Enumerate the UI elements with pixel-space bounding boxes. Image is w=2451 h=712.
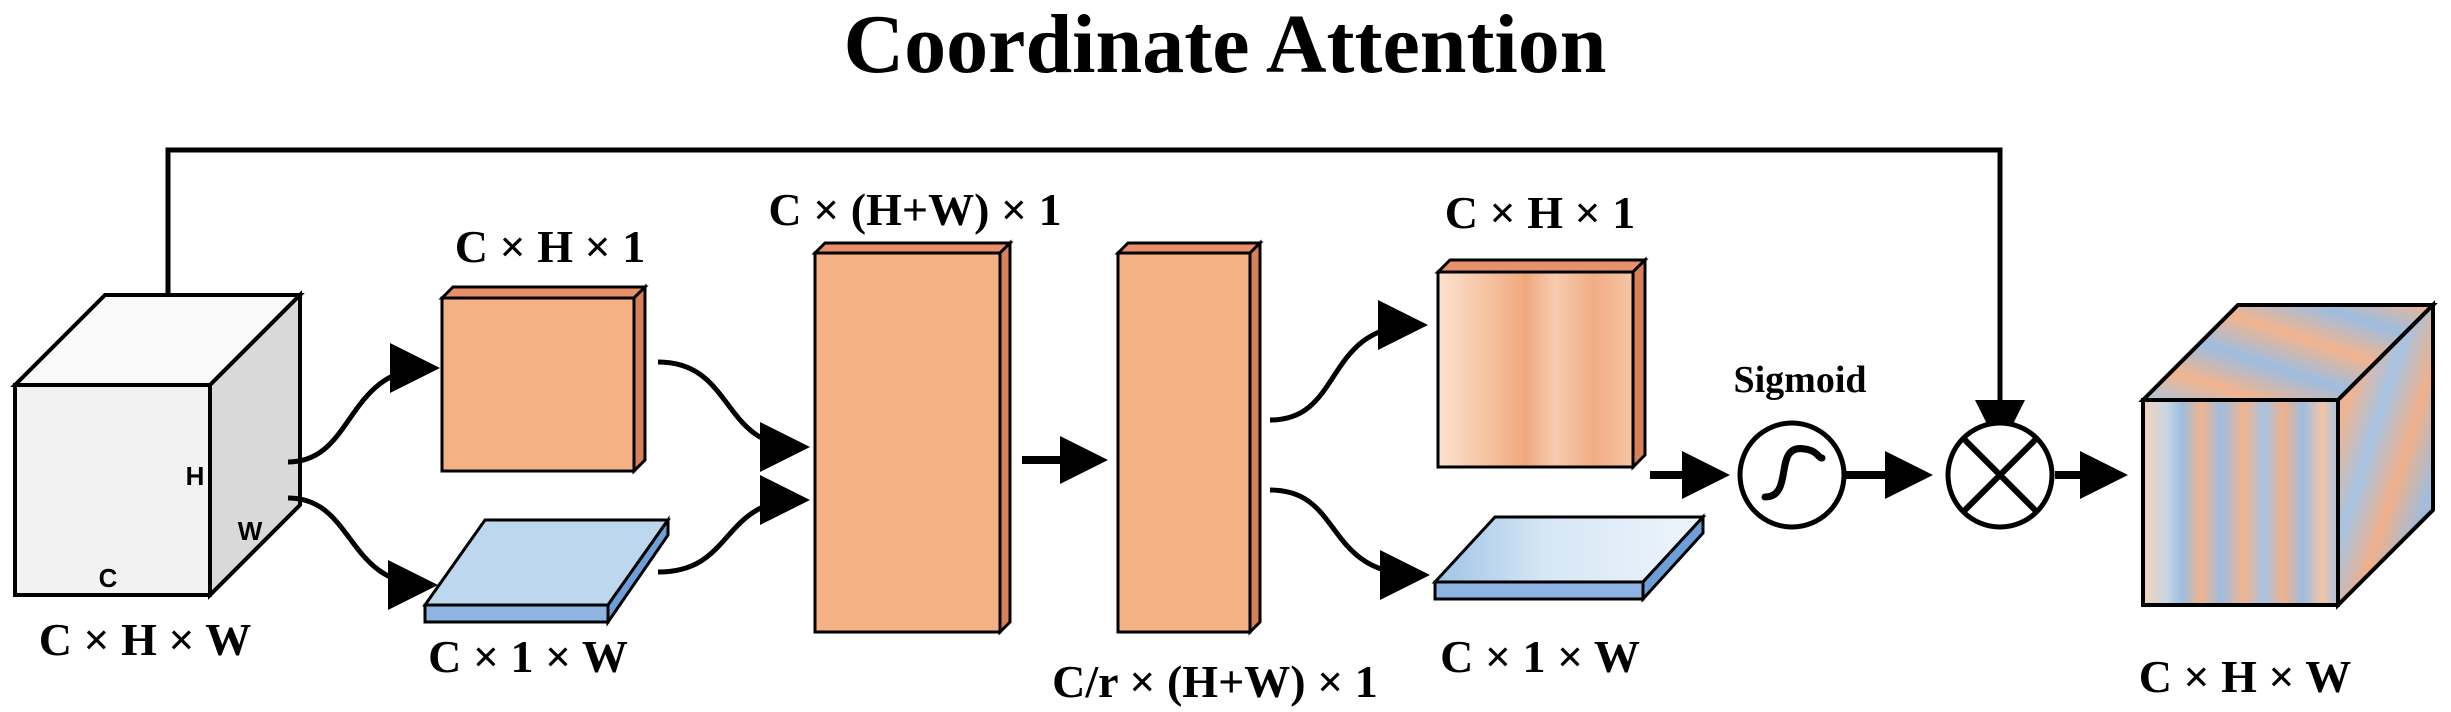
multiply-node bbox=[1945, 420, 2055, 530]
reduced-front bbox=[1116, 251, 1252, 634]
pooled-w-label: C × 1 × W bbox=[428, 631, 628, 682]
pooled-h-block bbox=[438, 283, 649, 475]
multiply-cross-icon-b bbox=[1960, 435, 2040, 515]
attention-w-label: C × 1 × W bbox=[1440, 631, 1640, 682]
pooled-h-label: C × H × 1 bbox=[455, 221, 645, 272]
axis-label-w: W bbox=[238, 516, 263, 546]
concat-label: C × (H+W) × 1 bbox=[768, 184, 1061, 235]
reduced-label: C/r × (H+W) × 1 bbox=[1052, 656, 1378, 707]
output-cube-front bbox=[2141, 398, 2340, 607]
concat-front bbox=[813, 251, 1002, 634]
attention-w-block bbox=[1431, 513, 1707, 603]
arrow-pool-h-to-concat bbox=[657, 359, 810, 472]
input-tensor-cube: H W C bbox=[10, 290, 305, 600]
attention-h-top bbox=[1434, 258, 1649, 274]
output-tensor-label: C × H × W bbox=[2139, 651, 2352, 702]
arrow-reduced-to-attn-w bbox=[1269, 487, 1430, 600]
attention-h-block bbox=[1434, 256, 1649, 471]
pooled-h-side bbox=[632, 283, 647, 475]
arrow-input-to-pool-h bbox=[287, 343, 440, 465]
pooled-h-front bbox=[440, 296, 636, 473]
attention-h-label: C × H × 1 bbox=[1445, 187, 1635, 238]
sigmoid-node bbox=[1737, 420, 1847, 530]
skip-connection-arrow bbox=[165, 147, 2025, 450]
arrow-input-to-pool-w bbox=[287, 495, 438, 610]
reduced-block bbox=[1114, 239, 1264, 636]
output-tensor-cube bbox=[2138, 300, 2438, 610]
arrow-reduced-to-attn-h bbox=[1269, 300, 1428, 423]
input-tensor-label: C × H × W bbox=[39, 614, 252, 665]
sigmoid-curve-icon bbox=[1761, 445, 1826, 501]
attention-w-front bbox=[1433, 580, 1645, 601]
pooled-w-front bbox=[423, 603, 610, 624]
axis-label-c: C bbox=[99, 563, 118, 593]
attention-h-front bbox=[1436, 270, 1635, 469]
pooled-w-top bbox=[422, 518, 671, 607]
input-cube-front bbox=[13, 383, 212, 597]
axis-label-h: H bbox=[186, 461, 205, 491]
pooled-w-block bbox=[422, 515, 671, 627]
diagram-title: Coordinate Attention bbox=[844, 0, 1607, 91]
concat-block bbox=[811, 239, 1014, 636]
attention-h-side bbox=[1631, 256, 1647, 471]
pooled-h-top bbox=[438, 285, 649, 300]
sigmoid-label: Sigmoid bbox=[1733, 359, 1866, 401]
sigmoid-circle bbox=[1737, 420, 1847, 530]
arrow-pool-w-to-concat bbox=[657, 475, 810, 575]
